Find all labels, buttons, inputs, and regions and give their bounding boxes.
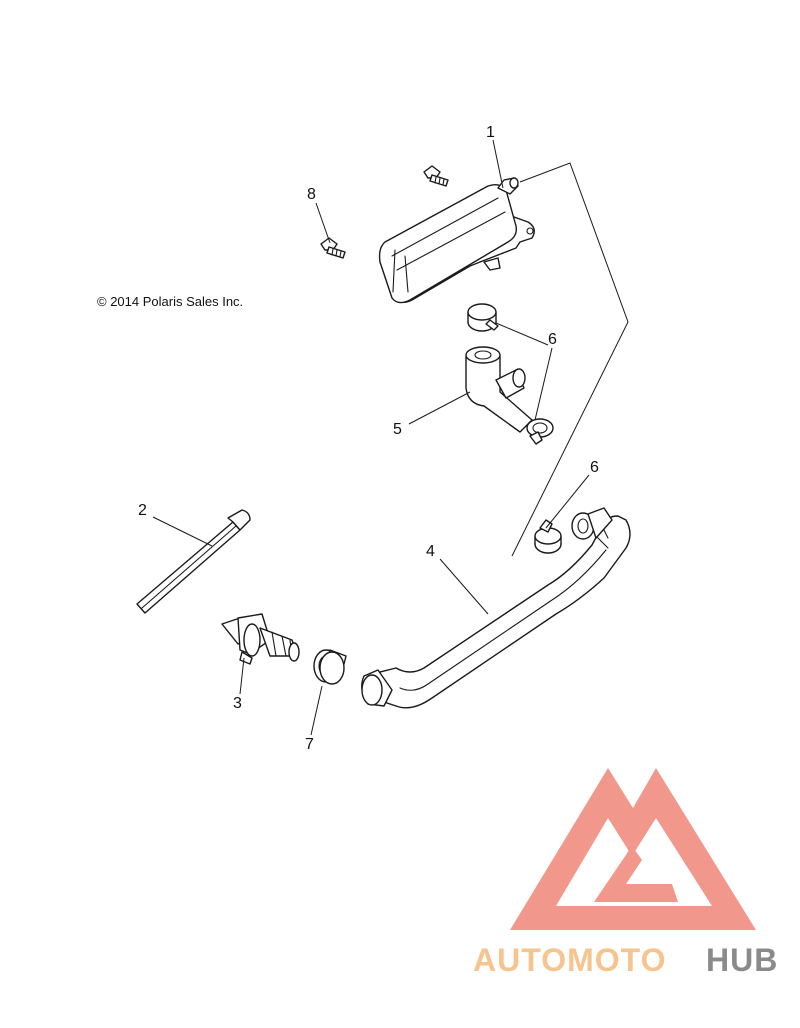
callout-2: 2 <box>138 502 147 519</box>
callout-1: 1 <box>486 124 495 141</box>
part-4-hose <box>361 507 631 709</box>
part-6-clamp-middle <box>526 418 554 445</box>
watermark-text-part2: HUB <box>706 942 778 978</box>
watermark-text: AUTOMOTO HUB <box>473 942 778 978</box>
callout-6-lower: 6 <box>590 459 599 476</box>
callout-8: 8 <box>307 186 316 203</box>
copyright-text: © 2014 Polaris Sales Inc. <box>97 294 243 309</box>
callout-6-upper: 6 <box>548 331 557 348</box>
watermark-logo <box>510 768 756 930</box>
part-8-screw-upper <box>423 165 449 187</box>
callout-3: 3 <box>233 695 242 712</box>
part-5-elbow-hose <box>465 346 533 433</box>
part-2-rod <box>136 509 251 614</box>
callout-4: 4 <box>426 543 435 560</box>
leader-lines <box>152 139 629 736</box>
callout-5: 5 <box>393 421 402 438</box>
part-6-clamp-lower <box>534 519 562 554</box>
part-8-screw-lower <box>320 237 346 259</box>
part-7-clamp <box>313 649 347 685</box>
callout-labels: 1 2 3 4 5 6 6 7 8 <box>138 124 599 753</box>
watermark-text-part1: AUTOMOTO <box>473 942 666 978</box>
callout-7: 7 <box>305 736 314 753</box>
part-6-clamp-upper <box>467 303 499 332</box>
part-1-reservoir <box>378 177 535 304</box>
part-3-fitting <box>221 613 300 665</box>
